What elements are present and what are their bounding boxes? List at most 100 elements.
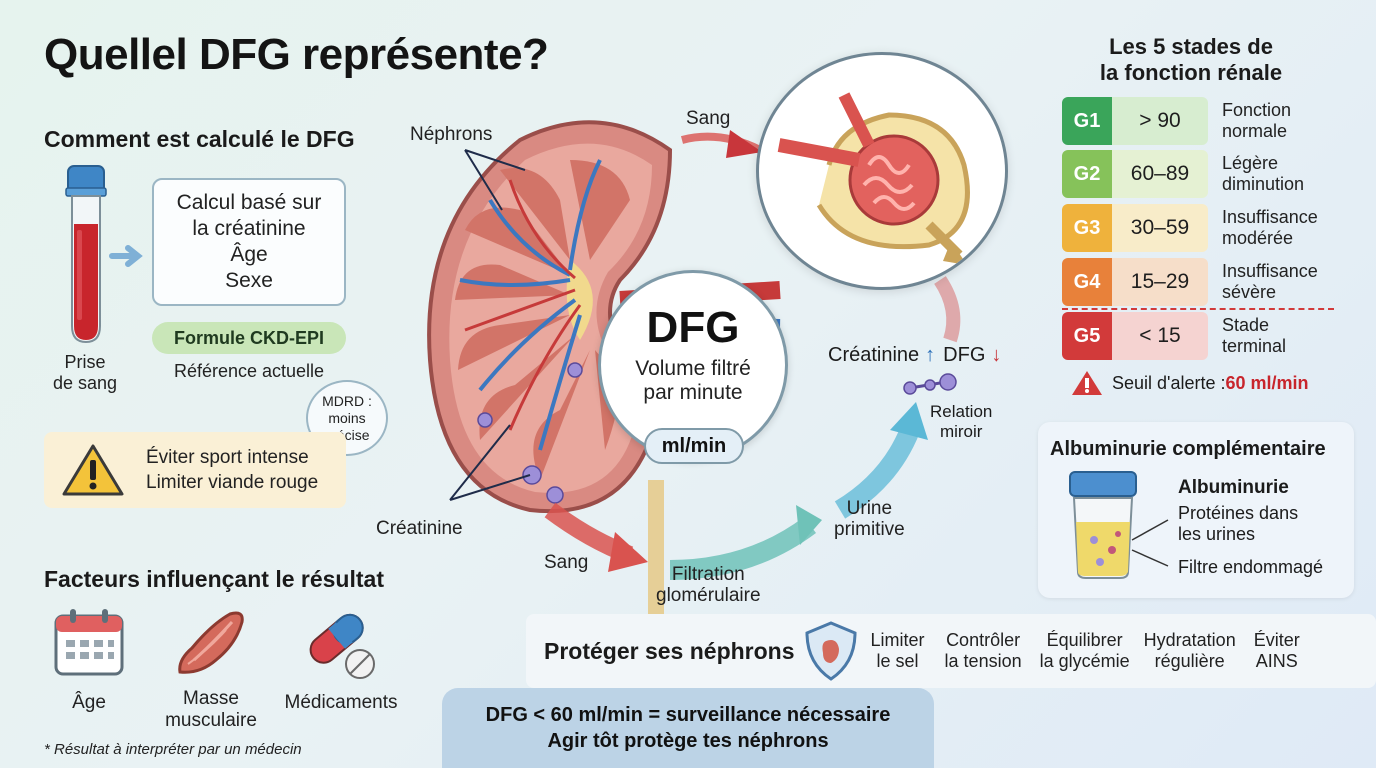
stage-value: 15–29: [1112, 258, 1208, 306]
protect-item-line: la tension: [944, 651, 1022, 671]
protect-item: Limiter le sel: [871, 630, 925, 672]
calc-line: Sexe: [225, 269, 273, 292]
protect-item-line: Limiter: [870, 630, 925, 650]
muscle-icon: [178, 611, 244, 674]
relation-line: Relation: [930, 402, 993, 421]
factors-heading: Facteurs influençant le résultat: [44, 566, 384, 592]
protect-item: Équilibrer la glycémie: [1040, 630, 1130, 672]
stage-row-g5: G5 < 15 Stade terminal: [1062, 312, 1330, 360]
dfg-title: DFG: [646, 303, 740, 352]
urine-arrow-head: [796, 505, 822, 545]
protect-item-line: Contrôler: [946, 630, 1021, 650]
factor-label: Médicaments: [284, 692, 398, 713]
artery-branches: [464, 179, 582, 431]
protect-item-line: Hydratation: [1143, 630, 1236, 650]
pyramid: [458, 315, 570, 370]
protect-item: Contrôler la tension: [945, 630, 1022, 672]
stage-row-g2: G2 60–89 Légère diminution: [1062, 150, 1330, 198]
tube-label: Prise de sang: [40, 352, 130, 394]
nephrons-label: Néphrons: [410, 124, 493, 145]
dfg-sub-line: Volume filtré: [635, 357, 751, 380]
filtration-line: glomérulaire: [656, 585, 761, 606]
pyramid: [500, 168, 570, 260]
calc-line: Âge: [230, 243, 268, 266]
factor-label: Âge: [72, 692, 106, 713]
warning-icon: [62, 444, 124, 496]
protect-item-line: AINS: [1255, 651, 1298, 671]
tubule-arrow: [943, 241, 967, 265]
factor-label-line: musculaire: [165, 710, 257, 731]
filtration-label: Filtration glomérulaire: [656, 564, 761, 606]
alert-value: 60 ml/min: [1225, 372, 1309, 393]
stage-code: G2: [1062, 150, 1112, 198]
alert-icon: [1072, 371, 1102, 395]
alert-label: Seuil d'alerte :: [1112, 372, 1226, 393]
alert-threshold: Seuil d'alerte : 60 ml/min: [1070, 368, 1309, 398]
mirror-arrow-head: [890, 402, 928, 440]
factor-label: Masse musculaire: [152, 688, 270, 732]
stages-title-line: la fonction rénale: [1099, 60, 1283, 85]
calc-line: la créatinine: [192, 217, 306, 240]
stage-desc-line: diminution: [1222, 174, 1305, 194]
pyramid: [455, 264, 570, 300]
filtration-arrow-head: [608, 532, 648, 572]
stage-desc-line: Insuffisance: [1222, 261, 1318, 281]
stage-desc-line: Insuffisance: [1222, 207, 1318, 227]
mdrd-line: MDRD :: [322, 392, 372, 409]
albuminuria-desc-line: Protéines dans: [1178, 503, 1299, 523]
sang-bottom-label: Sang: [544, 552, 589, 573]
glomerulus-zoom: [756, 52, 1008, 290]
vein-branches: [459, 159, 602, 451]
urine-arrow: [669, 516, 816, 580]
protect-item: Hydratation régulière: [1144, 630, 1236, 672]
arrow-up-icon: ↑: [925, 344, 936, 366]
warning-line: Éviter sport intense: [146, 447, 309, 468]
protect-item-line: régulière: [1154, 651, 1225, 671]
albuminuria-desc: Protéines dans les urines: [1178, 503, 1298, 545]
bottom-banner: DFG < 60 ml/min = surveillance nécessair…: [442, 688, 934, 768]
molecule-icon: [903, 373, 957, 395]
return-arrow: [934, 276, 961, 343]
mirror-arrow: [834, 426, 920, 519]
efferent-vessel: [838, 92, 875, 148]
stage-code: G1: [1062, 97, 1112, 145]
urine-label: Urine primitive: [834, 498, 905, 540]
stage-code: G4: [1062, 258, 1112, 306]
arrow-down-icon: ↓: [991, 344, 1002, 366]
pyramid: [533, 350, 590, 480]
formula-note: Référence actuelle: [173, 361, 325, 381]
afferent-vessel: [777, 138, 861, 167]
creat-up-label: Créatinine: [828, 344, 920, 366]
pill-icon: [309, 613, 375, 679]
stage-code: G5: [1062, 312, 1112, 360]
calc-heading: Comment est calculé le DFG: [44, 126, 355, 152]
calc-line: Calcul basé sur: [176, 191, 322, 214]
page-title: Quellel DFG représente?: [44, 30, 549, 79]
albuminuria-name: Albuminurie: [1178, 477, 1289, 498]
protect-item-line: la glycémie: [1039, 651, 1130, 671]
warning-box: Éviter sport intense Limiter viande roug…: [44, 432, 346, 508]
stage-value: > 90: [1112, 97, 1208, 145]
stage-desc-line: sévère: [1222, 282, 1277, 302]
protect-item-line: Éviter: [1253, 630, 1300, 650]
molecule: [522, 465, 542, 485]
mirror-relation-row: Créatinine ↑ DFG ↓: [828, 344, 1001, 367]
stage-row-g3: G3 30–59 Insuffisance modérée: [1062, 204, 1330, 252]
stage-desc: Légère diminution: [1222, 153, 1304, 195]
formula-pill: Formule CKD-EPI: [152, 322, 346, 354]
stage-value: < 15: [1112, 312, 1208, 360]
nephron-pointer: [464, 149, 526, 211]
calendar-icon: [54, 609, 124, 676]
banner-line: Agir tôt protège tes néphrons: [547, 730, 829, 752]
sang-top-label: Sang: [686, 108, 731, 129]
calc-box: Calcul basé sur la créatinine Âge Sexe: [152, 178, 346, 306]
footnote: * Résultat à interpréter par un médecin: [44, 741, 302, 758]
protect-item: Éviter AINS: [1254, 630, 1300, 672]
stage-row-g1: G1 > 90 Fonction normale: [1062, 97, 1330, 145]
dfg-sub-line: par minute: [643, 381, 743, 404]
protect-item-line: le sel: [876, 651, 919, 671]
molecule: [477, 412, 493, 428]
protect-box: Protéger ses néphrons Limiter le sel Con…: [526, 614, 1376, 688]
stage-desc-line: normale: [1222, 121, 1288, 141]
filter-label: Filtre endommagé: [1178, 557, 1324, 577]
